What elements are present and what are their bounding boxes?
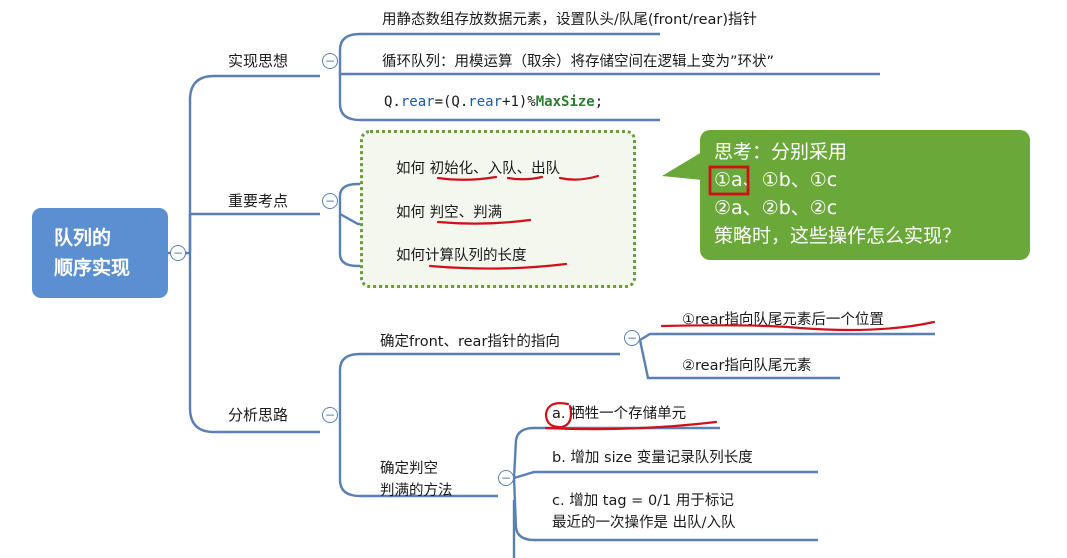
root-title-line1: 队列的 <box>54 227 112 249</box>
underline-sacrifice <box>544 420 718 431</box>
branch-key-collapse-icon[interactable]: − <box>322 193 338 209</box>
pointer-collapse-icon[interactable]: − <box>624 330 640 346</box>
key-item-2[interactable]: 如何 判空、判满 <box>396 205 503 221</box>
pointer-item-1[interactable]: ①rear指向队尾元素后一个位置 <box>682 312 884 328</box>
method-label-line2: 判满的方法 <box>380 483 453 499</box>
branch-analysis-label[interactable]: 分析思路 <box>228 406 289 424</box>
method-item-b[interactable]: b. 增加 size 变量记录队列长度 <box>552 450 753 466</box>
idea-item-2[interactable]: 循环队列：用模运算（取余）将存储空间在逻辑上变为”环状” <box>382 54 775 70</box>
code-part-b: rear <box>400 94 435 110</box>
circle-a <box>544 402 573 429</box>
idea-code-line[interactable]: Q.rear=(Q.rear+1)%MaxSize; <box>384 94 603 110</box>
root-title-line2: 顺序实现 <box>54 257 131 279</box>
underline-length <box>428 262 568 270</box>
code-part-e: +1)% <box>502 94 536 110</box>
method-item-c-line2: 最近的一次操作是 出队/入队 <box>552 515 736 531</box>
callout-bubble: 思考：分别采用 ①a、①b、①c ②a、②b、②c 策略时，这些操作怎么实现？ <box>700 130 1030 260</box>
box-1a <box>708 165 750 196</box>
method-item-a[interactable]: a. 牺牲一个存储单元 <box>552 406 687 422</box>
key-item-1[interactable]: 如何 初始化、入队、出队 <box>396 161 561 177</box>
branch-idea-collapse-icon[interactable]: − <box>322 53 338 69</box>
branch-idea-label[interactable]: 实现思想 <box>228 52 289 70</box>
method-label[interactable]: 确定判空 判满的方法 <box>380 458 453 502</box>
underline-empty-full <box>436 218 532 225</box>
branch-key-label[interactable]: 重要考点 <box>228 192 289 210</box>
key-item-3[interactable]: 如何计算队列的长度 <box>396 248 527 264</box>
code-part-g: ; <box>594 94 604 110</box>
callout-line2: ①a、①b、①c <box>714 169 838 191</box>
underline-enqueue <box>506 175 544 181</box>
method-item-c[interactable]: c. 增加 tag = 0/1 用于标记 最近的一次操作是 出队/入队 <box>552 490 736 534</box>
root-collapse-icon[interactable]: − <box>170 245 186 261</box>
underline-rear-next <box>660 320 936 332</box>
pointer-label[interactable]: 确定front、rear指针的指向 <box>380 334 560 350</box>
callout-line4: 策略时，这些操作怎么实现？ <box>714 225 962 247</box>
branch-analysis-collapse-icon[interactable]: − <box>322 407 338 423</box>
callout-line3: ②a、②b、②c <box>714 197 838 219</box>
root-node[interactable]: 队列的 顺序实现 <box>32 208 168 298</box>
method-label-line1: 确定判空 <box>380 461 438 477</box>
method-item-c-line1: c. 增加 tag = 0/1 用于标记 <box>552 493 734 509</box>
code-part-d: rear <box>468 94 503 110</box>
code-part-a: Q. <box>384 94 401 110</box>
pointer-item-2[interactable]: ②rear指向队尾元素 <box>682 358 812 374</box>
method-collapse-icon[interactable]: − <box>498 470 514 486</box>
key-points-highlight-box <box>360 130 636 288</box>
callout-pointer <box>662 152 702 180</box>
underline-dequeue <box>558 174 600 181</box>
underline-init <box>436 175 498 181</box>
idea-item-1[interactable]: 用静态数组存放数据元素，设置队头/队尾(front/rear)指针 <box>382 12 757 28</box>
callout-line1: 思考：分别采用 <box>714 141 848 163</box>
code-part-c: =(Q. <box>434 94 469 110</box>
code-part-f: MaxSize <box>535 94 595 110</box>
